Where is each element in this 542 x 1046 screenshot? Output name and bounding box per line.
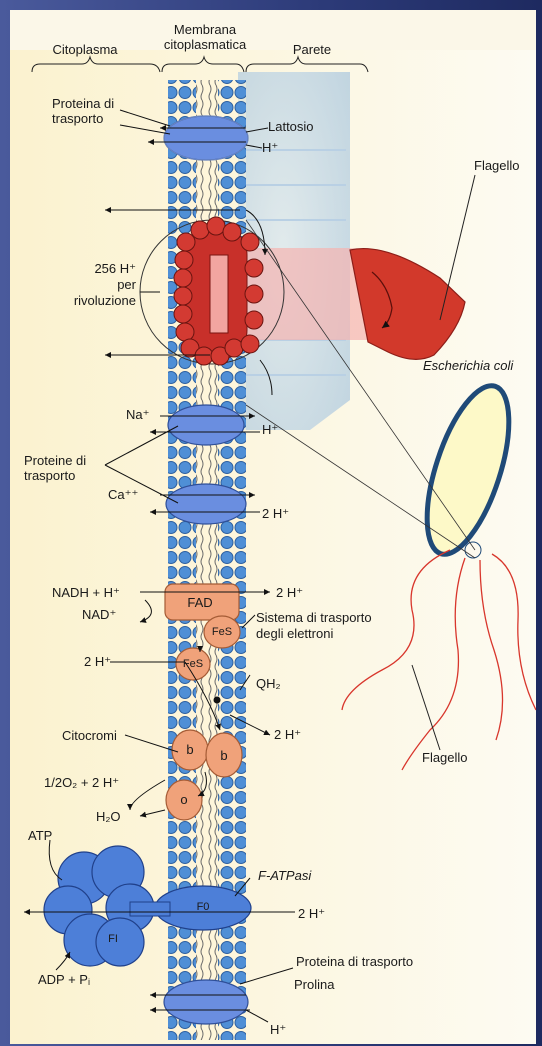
label-sistema-1: Sistema di trasporto (256, 610, 372, 625)
label-fes-1: FeS (206, 625, 238, 640)
label-nad: NAD⁺ (82, 607, 116, 622)
label-oxygen: 1/2O₂ + 2 H⁺ (44, 775, 119, 790)
diagram-graphics (10, 10, 536, 1044)
proline-transporter (164, 980, 248, 1024)
label-proteine-trasporto-2: trasporto (24, 468, 75, 483)
label-h-plus-1: H⁺ (262, 140, 278, 155)
label-ca: Ca⁺⁺ (108, 487, 138, 502)
label-membrana-1: Membrana (155, 22, 255, 37)
label-two-h-5: 2 H⁺ (298, 906, 325, 921)
label-na: Na⁺ (126, 407, 149, 422)
label-two-h-1: 2 H⁺ (262, 506, 289, 521)
label-fes-2: FeS (177, 657, 209, 672)
label-two-h-3: 2 H⁺ (84, 654, 111, 669)
label-cyt-b1: b (182, 742, 198, 757)
label-qh2: QH₂ (256, 676, 281, 691)
label-proteine-trasporto-1: Proteine di (24, 453, 86, 468)
label-h-plus-2: H⁺ (262, 422, 278, 437)
label-two-h-4: 2 H⁺ (274, 727, 301, 742)
label-flagello-top: Flagello (474, 158, 520, 173)
label-rot-1: 256 H⁺ (46, 261, 136, 276)
ca-transporter (166, 484, 246, 524)
label-cyt-b2: b (216, 748, 232, 763)
label-proteina-trasporto-bottom: Proteina di trasporto (296, 954, 413, 969)
label-cyt-o: o (176, 792, 192, 807)
label-fi: FI (98, 932, 128, 947)
label-adp: ADP + Pᵢ (38, 972, 90, 987)
label-proteina-trasporto-2: trasporto (52, 111, 103, 126)
na-transporter (168, 405, 244, 445)
label-parete: Parete (272, 42, 352, 57)
label-sistema-2: degli elettroni (256, 626, 333, 641)
label-fatpasi: F-ATPasi (258, 868, 311, 883)
label-flagello-bottom: Flagello (422, 750, 468, 765)
label-citocromi: Citocromi (62, 728, 117, 743)
lactose-transporter (164, 116, 248, 160)
label-membrana-2: citoplasmatica (155, 37, 255, 52)
membrane-diagram: Citoplasma Membrana citoplasmatica Paret… (10, 10, 536, 1044)
label-rot-3: rivoluzione (46, 293, 136, 308)
label-water: H₂O (96, 809, 121, 824)
label-rot-2: per (46, 277, 136, 292)
label-atp: ATP (28, 828, 52, 843)
label-escherichia: Escherichia coli (423, 358, 513, 373)
label-proteina-trasporto-1: Proteina di (52, 96, 114, 111)
label-nadh: NADH + H⁺ (52, 585, 120, 600)
label-two-h-2: 2 H⁺ (276, 585, 303, 600)
label-citoplasma: Citoplasma (30, 42, 140, 57)
quinone-dot (214, 697, 221, 704)
label-fad: FAD (170, 595, 230, 610)
label-prolina: Prolina (294, 977, 334, 992)
label-h-plus-3: H⁺ (270, 1022, 286, 1037)
label-fo: F0 (186, 900, 220, 915)
label-lattosio: Lattosio (268, 119, 314, 134)
